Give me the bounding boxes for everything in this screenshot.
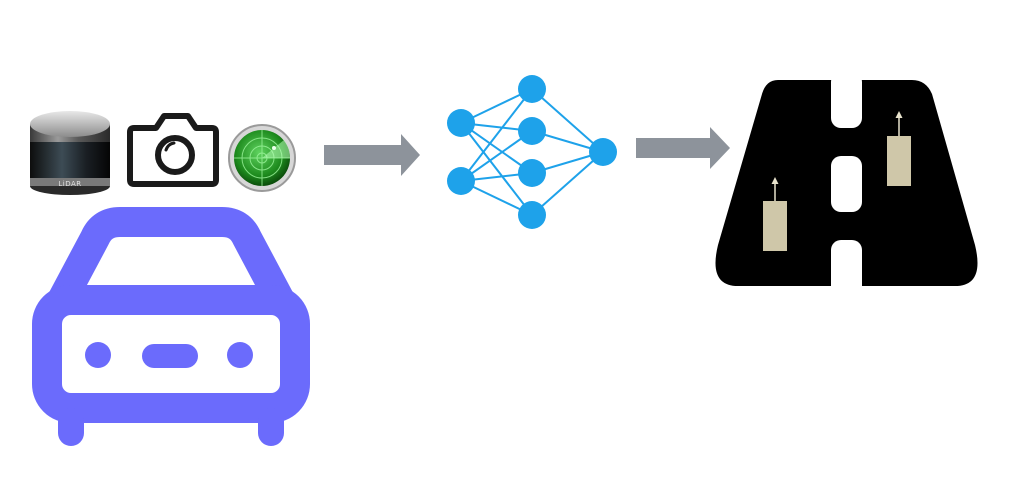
lidar-label: LiDAR: [58, 180, 81, 188]
heading-arrowhead-left: [771, 177, 779, 184]
nn-edge-l0-0-2: [460, 122, 533, 174]
lidar-top: [30, 111, 110, 137]
detected-vehicle-left: [763, 177, 787, 251]
car-wheel-left: [58, 408, 84, 446]
arrow-network-to-output: [636, 127, 730, 169]
car-body: [32, 285, 310, 423]
arrow-sensors-to-network: [324, 134, 420, 176]
lidar-sensor-icon: LiDAR: [30, 111, 110, 195]
vehicle-box-left: [763, 201, 787, 251]
camera-lens: [155, 135, 195, 175]
nn-node-l2-0: [589, 138, 617, 166]
lane-marking-bottom: [831, 240, 862, 296]
nn-node-l1-2: [518, 159, 546, 187]
car-wheel-right: [258, 408, 284, 446]
lidar-lower-ring: [30, 178, 110, 186]
nn-edge-l0-1-1: [460, 130, 533, 182]
neural-network-icon: [447, 75, 617, 229]
camera-lens-glint: [164, 141, 176, 152]
nn-edge-l0-1-0: [460, 88, 533, 182]
nn-node-l0-1: [447, 167, 475, 195]
car-roof: [47, 207, 295, 315]
lane-marking-middle: [831, 156, 862, 212]
radar-icon: [228, 124, 296, 192]
heading-arrowhead-right: [895, 111, 903, 118]
nn-node-l1-1: [518, 117, 546, 145]
nn-node-l0-0: [447, 109, 475, 137]
lane-marking-top: [831, 72, 862, 128]
nn-node-l1-3: [518, 201, 546, 229]
nn-edge-l0-0-3: [460, 122, 533, 216]
vehicle-box-right: [887, 136, 911, 186]
car-headlight-right: [227, 342, 253, 368]
car-headlight-left: [85, 342, 111, 368]
camera-icon: [127, 113, 219, 187]
nn-edge-l1-3-0: [531, 151, 604, 216]
detected-vehicle-right: [887, 111, 911, 186]
car-grille: [142, 344, 198, 368]
nn-node-l1-0: [518, 75, 546, 103]
lidar-band: [30, 142, 110, 178]
car-icon: [32, 207, 310, 446]
camera-body: [127, 113, 219, 187]
radar-blip: [272, 146, 276, 150]
road-with-vehicles-icon: [715, 72, 978, 296]
nn-edge-l1-0-0: [531, 88, 604, 153]
radar-sweep: [262, 140, 291, 158]
